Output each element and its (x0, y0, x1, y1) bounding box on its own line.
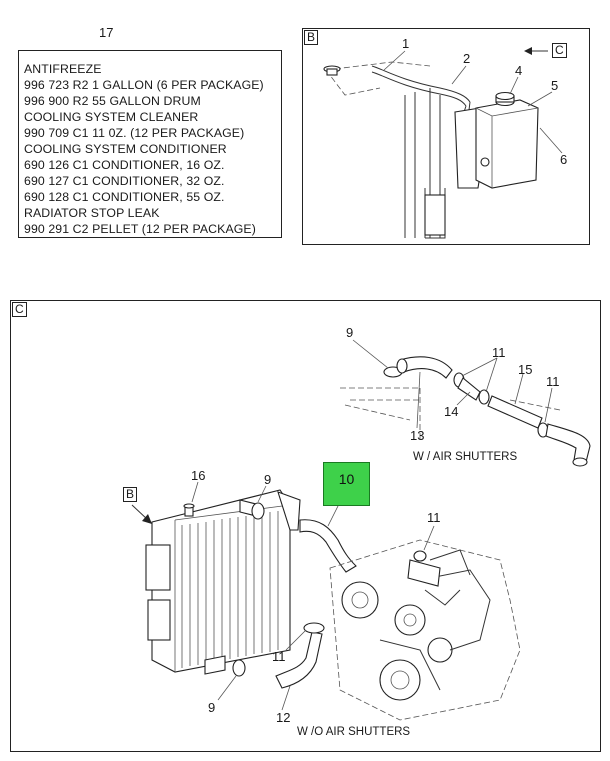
callout-12: 12 (276, 710, 291, 725)
parts-list-line: RADIATOR STOP LEAK (24, 206, 160, 220)
callout-9: 9 (264, 472, 272, 487)
parts-list-line: 996 900 R2 55 GALLON DRUM (24, 94, 201, 108)
callout-9: 9 (346, 325, 354, 340)
view-b-drawing (323, 47, 563, 239)
callout-14: 14 (444, 404, 459, 419)
parts-list-line: 990 709 C1 11 0Z. (12 PER PACKAGE) (24, 126, 245, 140)
view-c-tag: C (12, 302, 27, 317)
view-b-ref-tag: C (552, 43, 567, 58)
callout-6: 6 (560, 152, 568, 167)
callout-9: 9 (208, 700, 216, 715)
parts-list-line: ANTIFREEZE (24, 62, 102, 76)
callout-13: 13 (410, 428, 425, 443)
parts-list-line: 690 127 C1 CONDITIONER, 32 OZ. (24, 174, 225, 188)
parts-list-line: COOLING SYSTEM CONDITIONER (24, 142, 227, 156)
callout-5: 5 (551, 78, 559, 93)
callout-17: 17 (99, 25, 114, 40)
view-b-box (302, 28, 590, 245)
callout-11: 11 (546, 374, 560, 389)
parts-list-box: ANTIFREEZE 996 723 R2 1 GALLON (6 PER PA… (18, 50, 282, 238)
highlighted-callout-10[interactable]: 10 (323, 462, 370, 506)
callout-11: 11 (492, 345, 506, 360)
callout-11: 11 (272, 649, 286, 664)
caption-with-air-shutters: W / AIR SHUTTERS (413, 451, 518, 463)
view-c-box (10, 300, 601, 752)
callout-4: 4 (515, 63, 523, 78)
parts-list-line: COOLING SYSTEM CLEANER (24, 110, 199, 124)
callout-1: 1 (402, 36, 410, 51)
parts-list-line: 996 723 R2 1 GALLON (6 PER PACKAGE) (24, 78, 264, 92)
callout-11: 11 (427, 510, 441, 525)
parts-list-line: 690 128 C1 CONDITIONER, 55 OZ. (24, 190, 225, 204)
view-c-drawing (131, 339, 591, 721)
view-c-ref-tag: B (123, 487, 138, 502)
caption-without-air-shutters: W /O AIR SHUTTERS (297, 726, 411, 738)
callout-16: 16 (191, 468, 206, 483)
callout-2: 2 (463, 51, 471, 66)
view-b-tag: B (304, 30, 319, 45)
parts-list-line: 990 291 C2 PELLET (12 PER PACKAGE) (24, 222, 256, 236)
parts-list-line: 690 126 C1 CONDITIONER, 16 OZ. (24, 158, 225, 172)
callout-15: 15 (518, 362, 533, 377)
